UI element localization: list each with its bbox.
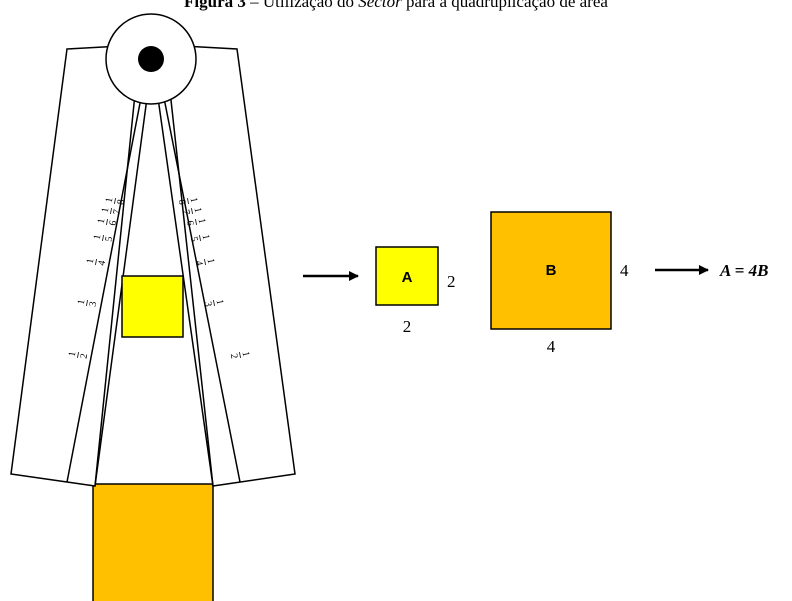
right-scale-label-numerator: 1	[192, 207, 204, 214]
left-scale-label-denominator: 8	[116, 199, 128, 206]
right-scale-label-bar	[195, 218, 197, 226]
square-b-bottom-label: 4	[547, 337, 556, 356]
caption-number: Figura 3	[184, 0, 246, 11]
right-scale-label-numerator: 1	[240, 351, 252, 358]
right-scale-label: 16	[184, 218, 208, 227]
left-scale-label-denominator: 3	[88, 301, 100, 308]
yellow-square-in-sector	[121, 275, 184, 338]
left-scale-label-numerator: 1	[76, 299, 88, 306]
sector-right-inner-line-a	[157, 97, 214, 487]
sector-right-inner-line-b	[163, 97, 241, 483]
right-scale-label-denominator: 4	[193, 260, 205, 267]
right-scale-label-bar	[191, 207, 193, 215]
sector-pivot	[138, 46, 164, 72]
left-scale-label-numerator: 1	[85, 258, 97, 265]
right-scale-label-denominator: 7	[180, 209, 192, 216]
right-scale-label: 15	[188, 234, 212, 243]
right-scale-label-numerator: 1	[214, 299, 226, 306]
left-scale-label-bar	[110, 207, 112, 215]
right-scale-label: 14	[193, 258, 217, 267]
right-scale-label-denominator: 5	[188, 236, 200, 243]
left-scale-label-bar	[95, 258, 97, 266]
left-scale-label-numerator: 1	[100, 207, 112, 214]
left-scale-label-denominator: 4	[97, 260, 109, 267]
left-scale-label-numerator: 1	[104, 197, 116, 204]
right-scale-label: 13	[202, 299, 226, 308]
right-scale-label: 12	[228, 351, 252, 360]
right-scale-label-bar	[199, 234, 201, 242]
left-scale-label-numerator: 1	[67, 351, 79, 358]
sector-left-arm	[10, 44, 141, 487]
right-scale-label-bar	[204, 258, 206, 266]
left-scale-label-denominator: 7	[112, 209, 124, 216]
left-scale-label-denominator: 6	[108, 220, 120, 227]
caption-dash: – Utilização do	[245, 0, 359, 11]
caption-rest: para a quadruplicação de área	[401, 0, 608, 11]
left-scale-label-bar	[114, 197, 116, 205]
square-b-side-label: 4	[620, 261, 629, 280]
left-scale-label-numerator: 1	[92, 234, 104, 241]
square-b-label: B	[546, 262, 557, 279]
figure-caption: Figura 3 – Utilização do Sector para a q…	[0, 0, 792, 12]
left-scale-label-bar	[106, 218, 108, 226]
left-scale-label-bar	[77, 351, 79, 359]
sector-left-inner-line-a	[66, 97, 142, 483]
left-scale-label-bar	[102, 234, 104, 242]
square-a-label: A	[402, 269, 413, 286]
right-scale-label-numerator: 1	[205, 258, 217, 265]
square-a	[375, 246, 439, 306]
equation: A = 4B	[719, 261, 768, 280]
left-scale-label-denominator: 5	[104, 236, 116, 243]
right-scale-label-numerator: 1	[196, 218, 208, 225]
right-scale-label-denominator: 2	[228, 353, 240, 360]
right-scale-label-numerator: 1	[200, 234, 212, 241]
right-scale-label-denominator: 3	[202, 301, 214, 308]
right-scale-label-numerator: 1	[188, 197, 200, 204]
right-scale-label-bar	[187, 197, 189, 205]
left-scale-label-numerator: 1	[96, 218, 108, 225]
square-a-side-label: 2	[447, 272, 456, 291]
sector-left-inner-line-b	[94, 97, 148, 487]
right-scale-label-bar	[239, 351, 241, 359]
left-scale-label-bar	[86, 299, 88, 307]
left-scale-label-denominator: 2	[79, 353, 91, 360]
sector-right-arm	[164, 44, 296, 487]
right-scale-label-denominator: 6	[184, 220, 196, 227]
square-b	[490, 211, 612, 330]
right-scale-label: 18	[176, 197, 200, 206]
right-scale-label: 17	[180, 207, 204, 216]
right-scale-label-bar	[213, 299, 215, 307]
right-scale-label-denominator: 8	[176, 199, 188, 206]
caption-italic: Sector	[358, 0, 402, 11]
square-a-bottom-label: 2	[403, 317, 412, 336]
orange-block-bottom	[92, 483, 214, 601]
